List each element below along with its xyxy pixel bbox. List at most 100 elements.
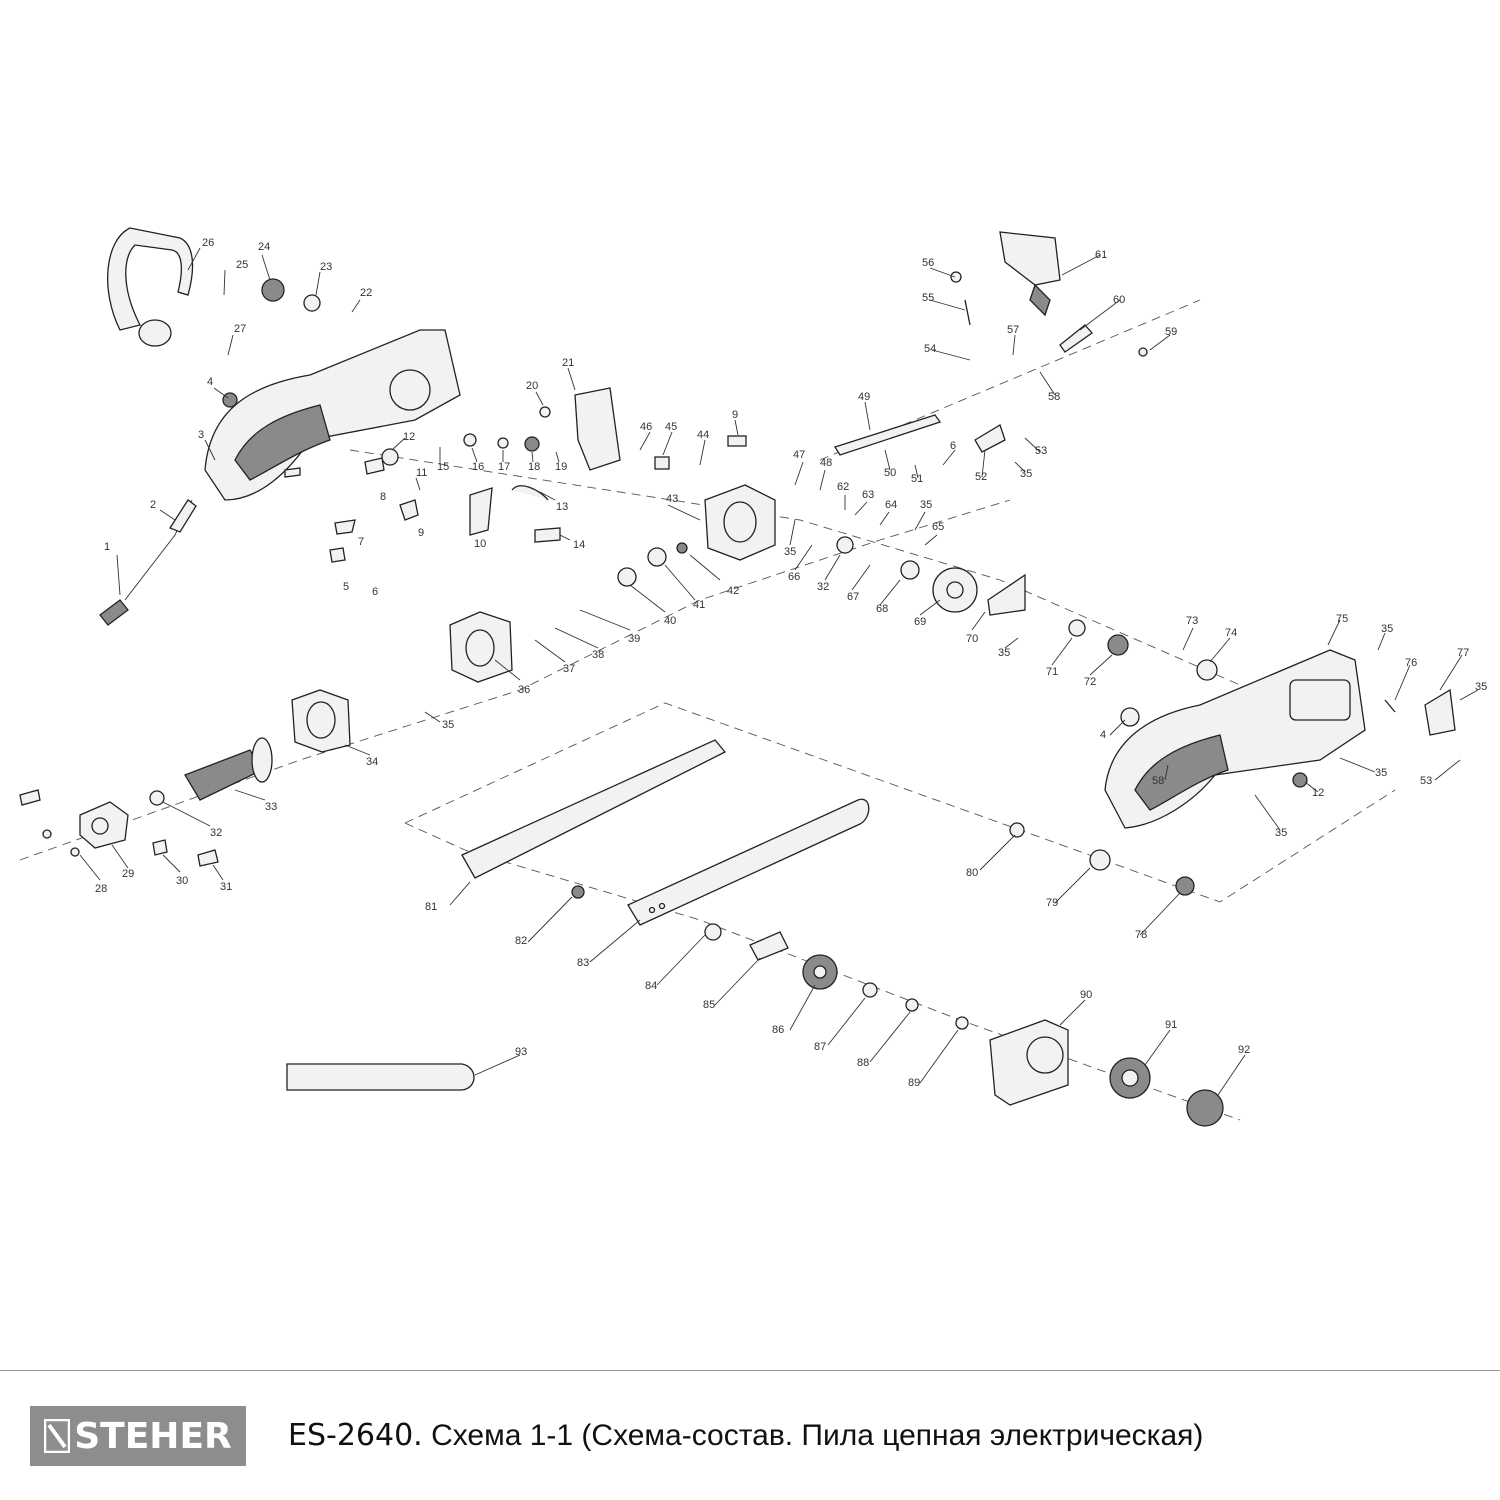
front-handle [107, 227, 194, 347]
callout-20: 20 [526, 380, 538, 392]
callout-29: 29 [122, 868, 134, 880]
callout-48: 48 [820, 457, 832, 469]
callout-labels: 1 2 3 4 26 25 27 24 23 22 12 11 15 16 17… [95, 237, 1487, 1089]
callout-15: 15 [437, 461, 449, 473]
callout-81: 81 [425, 901, 437, 913]
model-number: ES-2640. [288, 1418, 423, 1453]
callout-35f: 35 [1475, 681, 1487, 693]
callout-53a: 53 [1035, 445, 1047, 457]
callout-14: 14 [573, 539, 585, 551]
logo-text: STEHER [74, 1415, 232, 1457]
callout-38: 38 [592, 649, 604, 661]
callout-59: 59 [1165, 326, 1177, 338]
callout-89: 89 [908, 1077, 920, 1089]
callout-84: 84 [645, 980, 657, 992]
callout-4b: 4 [1100, 729, 1106, 741]
callout-27: 27 [234, 323, 246, 335]
callout-57: 57 [1007, 324, 1019, 336]
callout-32: 32 [210, 827, 222, 839]
callout-19: 19 [555, 461, 567, 473]
callout-69: 69 [914, 616, 926, 628]
callout-56: 56 [922, 257, 934, 269]
callout-60: 60 [1113, 294, 1125, 306]
callout-76: 76 [1405, 657, 1417, 669]
small-parts [19, 271, 1456, 1030]
callout-78: 78 [1135, 929, 1147, 941]
callout-54: 54 [924, 343, 936, 355]
callout-93: 93 [515, 1046, 527, 1058]
callout-18: 18 [528, 461, 540, 473]
callout-22: 22 [360, 287, 372, 299]
callout-35i: 35 [1020, 468, 1032, 480]
callout-10: 10 [474, 538, 486, 550]
callout-3: 3 [198, 429, 204, 441]
callout-35e: 35 [1381, 623, 1393, 635]
callout-45: 45 [665, 421, 677, 433]
callout-37: 37 [563, 663, 575, 675]
callout-51: 51 [911, 473, 923, 485]
callout-35d: 35 [998, 647, 1010, 659]
callout-47: 47 [793, 449, 805, 461]
callout-79: 79 [1046, 897, 1058, 909]
callout-72: 72 [1084, 676, 1096, 688]
callout-68: 68 [876, 603, 888, 615]
callout-75: 75 [1336, 613, 1348, 625]
callout-31: 31 [220, 881, 232, 893]
exploded-parts-diagram: 1 2 3 4 26 25 27 24 23 22 12 11 15 16 17… [19, 227, 1487, 1127]
callout-49: 49 [858, 391, 870, 403]
callout-74: 74 [1225, 627, 1237, 639]
callout-83: 83 [577, 957, 589, 969]
callout-43: 43 [666, 493, 678, 505]
callout-39: 39 [628, 633, 640, 645]
callout-25: 25 [236, 259, 248, 271]
steher-logo: STEHER [30, 1406, 246, 1466]
callout-leaders [79, 247, 1479, 1096]
steher-logo-icon [44, 1419, 71, 1453]
callout-36: 36 [518, 684, 530, 696]
callout-35c: 35 [920, 499, 932, 511]
callout-17: 17 [498, 461, 510, 473]
callout-35h: 35 [1275, 827, 1287, 839]
callout-6b: 6 [950, 440, 956, 452]
cover-and-wheels [802, 567, 1224, 1127]
callout-82: 82 [515, 935, 527, 947]
left-housing [204, 329, 461, 501]
callout-12b: 12 [1312, 787, 1324, 799]
callout-58b: 58 [1152, 775, 1164, 787]
callout-80: 80 [966, 867, 978, 879]
callout-9: 9 [418, 527, 424, 539]
callout-11: 11 [416, 467, 427, 479]
callout-71: 71 [1046, 666, 1058, 678]
callout-44: 44 [697, 429, 709, 441]
callout-32b: 32 [817, 581, 829, 593]
callout-63: 63 [862, 489, 874, 501]
callout-50: 50 [884, 467, 896, 479]
callout-90: 90 [1080, 989, 1092, 1001]
callout-7: 7 [358, 536, 364, 548]
callout-62: 62 [837, 481, 849, 493]
callout-92: 92 [1238, 1044, 1250, 1056]
callout-85: 85 [703, 999, 715, 1011]
callout-42: 42 [727, 585, 739, 597]
callout-91: 91 [1165, 1019, 1177, 1031]
motor-group [79, 484, 776, 849]
callout-86: 86 [772, 1024, 784, 1036]
callout-9b: 9 [732, 409, 738, 421]
diagram-description: Схема 1-1 (Схема-состав. Пила цепная эле… [431, 1419, 1204, 1452]
power-cord [99, 499, 197, 626]
callout-1: 1 [104, 541, 110, 553]
page-caption: ES-2640. Схема 1-1 (Схема-состав. Пила ц… [288, 1418, 1203, 1453]
right-housing [1104, 649, 1366, 829]
callout-77: 77 [1457, 647, 1469, 659]
callout-35b: 35 [784, 546, 796, 558]
callout-87: 87 [814, 1041, 826, 1053]
callout-34: 34 [366, 756, 378, 768]
callout-58a: 58 [1048, 391, 1060, 403]
callout-30: 30 [176, 875, 188, 887]
callout-24: 24 [258, 241, 270, 253]
callout-13: 13 [556, 501, 568, 513]
callout-2: 2 [150, 499, 156, 511]
callout-5: 5 [343, 581, 349, 593]
callout-46: 46 [640, 421, 652, 433]
hand-guard [834, 231, 1061, 456]
